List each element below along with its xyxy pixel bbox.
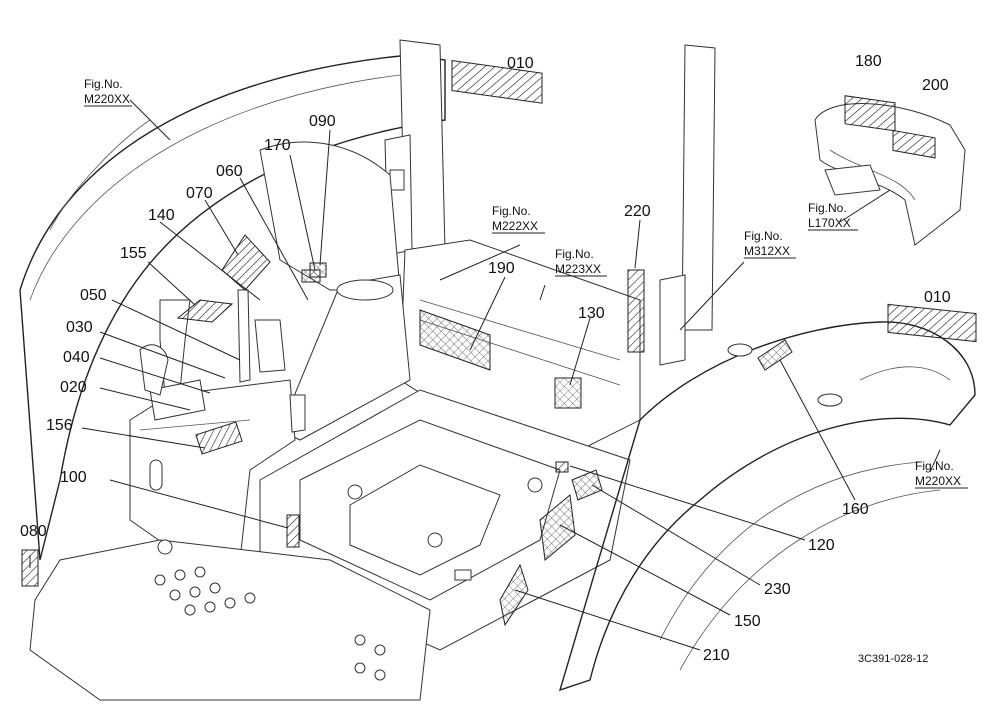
decal-155 — [176, 299, 234, 323]
figref-5-title: Fig.No. — [808, 201, 847, 215]
figure-references: Fig.No. M220XX Fig.No. M222XX Fig.No. M2… — [84, 77, 968, 489]
label-090: 090 — [309, 113, 336, 130]
label-100: 100 — [60, 469, 87, 486]
label-050: 050 — [80, 287, 107, 304]
decal-010-top — [451, 59, 543, 104]
label-180: 180 — [855, 53, 882, 70]
label-190: 190 — [488, 260, 515, 277]
label-156: 156 — [46, 417, 73, 434]
rops-post-right — [681, 44, 716, 331]
label-040: 040 — [63, 349, 90, 366]
label-170: 170 — [264, 137, 291, 154]
figref-5-code: L170XX — [808, 216, 851, 230]
label-200: 200 — [922, 77, 949, 94]
figref-6-title: Fig.No. — [915, 459, 954, 473]
label-010-right: 010 — [924, 289, 951, 306]
decal-190 — [419, 309, 491, 371]
left-control-tower — [129, 379, 296, 561]
decal-120 — [555, 461, 569, 473]
label-220: 220 — [624, 203, 651, 220]
label-140: 140 — [148, 207, 175, 224]
front-step — [29, 539, 431, 701]
decal-130 — [554, 377, 582, 409]
decal-200 — [892, 129, 936, 159]
label-010-top: 010 — [507, 55, 534, 72]
decal-220 — [627, 269, 645, 353]
figref-3-title: Fig.No. — [555, 247, 594, 261]
label-070: 070 — [186, 185, 213, 202]
figref-1-code: M220XX — [84, 92, 130, 106]
figref-1-title: Fig.No. — [84, 77, 123, 91]
right-fender — [558, 321, 976, 692]
figref-2-code: M222XX — [492, 219, 538, 233]
decals — [21, 59, 977, 627]
drawing-code: 3C391-028-12 — [858, 653, 928, 665]
decal-070 — [221, 234, 271, 291]
label-060: 060 — [216, 163, 243, 180]
machine-drawing — [19, 39, 976, 701]
decal-160 — [757, 339, 793, 371]
label-160: 160 — [842, 501, 869, 518]
label-230: 230 — [764, 581, 791, 598]
decal-090 — [309, 262, 327, 278]
label-150: 150 — [734, 613, 761, 630]
label-020: 020 — [60, 379, 87, 396]
figref-6-code: M220XX — [915, 474, 961, 488]
decal-230 — [571, 469, 603, 501]
label-080: 080 — [20, 523, 47, 540]
part-labels: 010 180 200 170 090 060 070 140 155 050 … — [20, 53, 951, 664]
leader-lines — [29, 99, 941, 651]
step-holes — [154, 566, 386, 681]
decal-156 — [195, 421, 243, 455]
decal-010-right — [887, 303, 977, 343]
decal-150 — [539, 494, 576, 561]
decal-180 — [844, 95, 896, 132]
decal-210 — [499, 563, 529, 627]
right-console — [259, 141, 401, 291]
label-130: 130 — [578, 305, 605, 322]
label-210: 210 — [703, 647, 730, 664]
figref-2-title: Fig.No. — [492, 204, 531, 218]
label-030: 030 — [66, 319, 93, 336]
label-155: 155 — [120, 245, 147, 262]
figref-3-code: M223XX — [555, 262, 601, 276]
decal-100 — [286, 514, 300, 548]
label-120: 120 — [808, 537, 835, 554]
figref-4-title: Fig.No. — [744, 229, 783, 243]
figref-4-code: M312XX — [744, 244, 790, 258]
